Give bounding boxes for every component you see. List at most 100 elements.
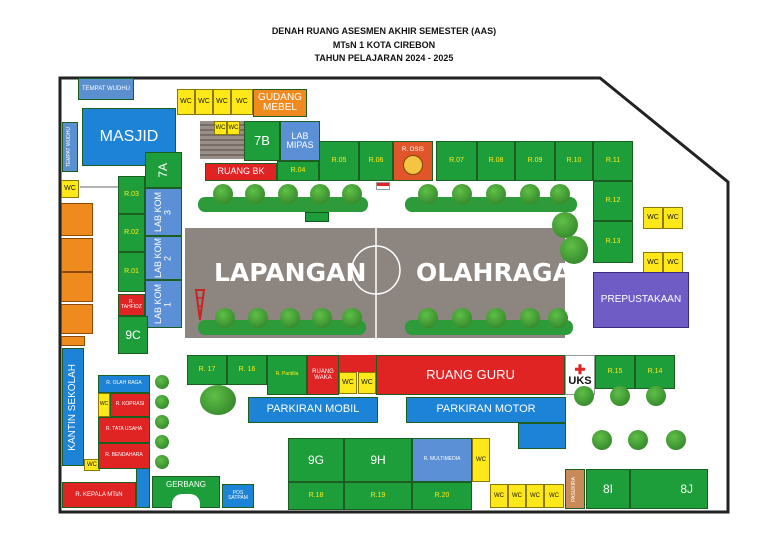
room-8i: 8I bbox=[586, 469, 630, 509]
wc-right-1: WC bbox=[643, 207, 663, 229]
tree bbox=[452, 308, 472, 328]
room-7a: 7A bbox=[145, 152, 182, 188]
gate-arch bbox=[172, 494, 200, 508]
room-r02: R.02 bbox=[118, 214, 145, 252]
tree bbox=[610, 386, 630, 406]
tree bbox=[592, 430, 612, 450]
parkiran-mobil: PARKIRAN MOBIL bbox=[248, 397, 378, 423]
side-room-5 bbox=[61, 336, 85, 346]
tree bbox=[550, 184, 570, 204]
room-bendahara: R. BENDAHARA bbox=[98, 443, 150, 469]
pos-satpam: POS SATPAM bbox=[222, 484, 254, 508]
field-label-right: OLAHRAGA bbox=[416, 258, 572, 287]
tree bbox=[280, 308, 300, 328]
wc-left: WC bbox=[61, 180, 79, 198]
tree bbox=[574, 386, 594, 406]
room-r01: R.01 bbox=[118, 252, 145, 292]
wc-2: WC bbox=[195, 89, 213, 115]
tree bbox=[628, 430, 648, 450]
tree bbox=[486, 308, 506, 328]
room-r05: R.05 bbox=[319, 141, 359, 181]
tree bbox=[548, 308, 568, 328]
tree bbox=[520, 308, 540, 328]
field-label-left: LAPANGAN bbox=[214, 258, 367, 287]
tree bbox=[248, 308, 268, 328]
wc-3: WC bbox=[213, 89, 231, 115]
room-9h: 9H bbox=[344, 438, 412, 482]
title-line-3: TAHUN PELAJARAN 2024 - 2025 bbox=[314, 53, 454, 63]
tree bbox=[486, 184, 506, 204]
tree bbox=[155, 455, 169, 469]
side-room-2 bbox=[61, 238, 93, 272]
room-olahraga: R. OLAH RAGA bbox=[98, 375, 150, 393]
wc-1: WC bbox=[177, 89, 195, 115]
lab-kom-1: LAB KOM 1 bbox=[145, 280, 182, 328]
room-r14: R.14 bbox=[635, 355, 675, 389]
wc-row-1: WC bbox=[490, 484, 508, 508]
pasukira: PASUKIRA bbox=[565, 469, 585, 509]
side-room-1 bbox=[61, 203, 93, 236]
prepustakaan: PREPUSTAKAAN bbox=[593, 272, 689, 328]
room-9g: 9G bbox=[288, 438, 344, 482]
wc-row-2: WC bbox=[508, 484, 526, 508]
tree bbox=[342, 184, 362, 204]
room-r18: R.18 bbox=[288, 482, 344, 510]
tree bbox=[452, 184, 472, 204]
tree bbox=[155, 415, 169, 429]
kantin-sekolah: KANTIN SEKOLAH bbox=[62, 348, 84, 466]
parkiran-motor-ext bbox=[518, 423, 566, 449]
ruang-waka: RUANG WAKA bbox=[307, 355, 339, 395]
annex-room bbox=[136, 468, 150, 508]
tree bbox=[552, 212, 578, 238]
room-8j: 8J bbox=[630, 469, 708, 509]
wc-right-3: WC bbox=[643, 252, 663, 274]
tree bbox=[520, 184, 540, 204]
tree bbox=[560, 236, 588, 264]
title-line-1: DENAH RUANG ASESMEN AKHIR SEMESTER (AAS) bbox=[271, 26, 497, 36]
wc-office: WC bbox=[98, 393, 110, 417]
flag-icon bbox=[376, 182, 390, 190]
lab-mipas: LAB MIPAS bbox=[280, 121, 320, 161]
tree bbox=[646, 386, 666, 406]
tree bbox=[245, 184, 265, 204]
wc-row-3: WC bbox=[526, 484, 544, 508]
room-r20: R.20 bbox=[412, 482, 472, 510]
room-r08: R.08 bbox=[477, 141, 515, 181]
room-multimedia: R. MULTIMEDIA bbox=[412, 438, 472, 482]
room-pantilia: R. Pantilia bbox=[267, 355, 307, 395]
tree bbox=[278, 184, 298, 204]
tree bbox=[155, 375, 169, 389]
wc-bottom: WC bbox=[472, 438, 490, 482]
tree bbox=[155, 395, 169, 409]
room-r06: R.06 bbox=[359, 141, 393, 181]
wc-4: WC bbox=[231, 89, 253, 115]
tree bbox=[418, 308, 438, 328]
title-line-2: MTsN 1 KOTA CIREBON bbox=[332, 40, 436, 50]
wc-5: WC bbox=[214, 121, 227, 135]
wc-row-4: WC bbox=[544, 484, 564, 508]
side-room-3 bbox=[61, 272, 93, 302]
room-r11: R.11 bbox=[593, 141, 633, 181]
room-r19: R.19 bbox=[344, 482, 412, 510]
tree bbox=[342, 308, 362, 328]
room-9c: 9C bbox=[118, 316, 148, 354]
tree bbox=[666, 430, 686, 450]
wc-right-4: WC bbox=[663, 252, 683, 274]
room-r17: R. 17 bbox=[187, 355, 227, 385]
ruang-bk: RUANG BK bbox=[205, 163, 277, 181]
osis-logo bbox=[403, 155, 423, 176]
wc-mid-2: WC bbox=[358, 372, 376, 394]
room-r12: R.12 bbox=[593, 181, 633, 221]
medical-cross-icon: ✚ bbox=[574, 361, 586, 377]
room-tata-usaha: R. TATA USAHA bbox=[98, 417, 150, 443]
lab-kom-3: LAB KOM 3 bbox=[145, 188, 182, 236]
tree bbox=[155, 435, 169, 449]
tree bbox=[213, 184, 233, 204]
room-osis: R. OSIS bbox=[393, 141, 433, 181]
gudang-mebel: GUDANG MEBEL bbox=[253, 89, 307, 117]
room-kepala-mtsn: R. KEPALA MTsN bbox=[62, 482, 136, 508]
tree bbox=[310, 184, 330, 204]
room-7b: 7B bbox=[244, 121, 280, 161]
wc-mid-1: WC bbox=[339, 372, 357, 394]
